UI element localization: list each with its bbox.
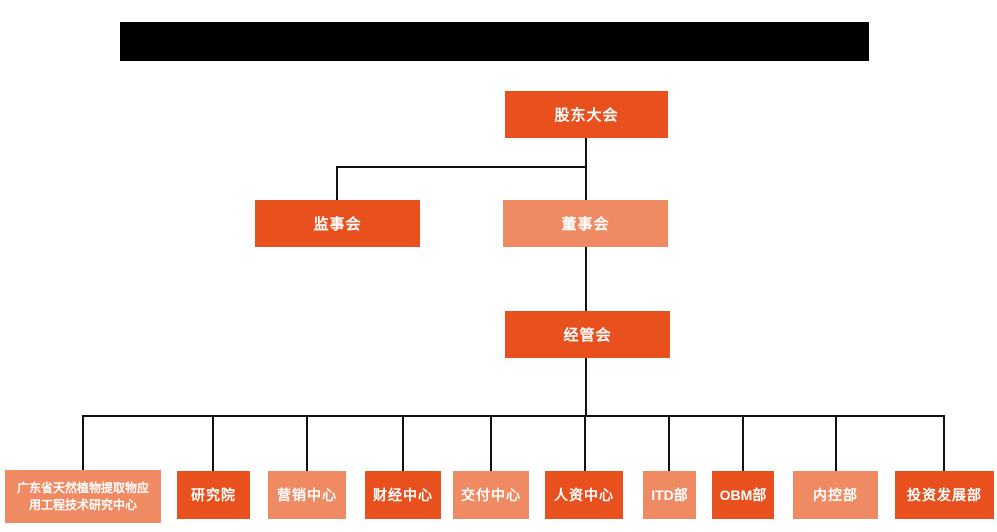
- node-label: 财经中心: [373, 487, 433, 503]
- node-label: 内控部: [813, 487, 858, 503]
- node-dept-internal-control: 内控部: [793, 471, 878, 519]
- node-label: ITD部: [651, 487, 688, 503]
- node-label: 监事会: [313, 216, 362, 233]
- node-label: 经管会: [563, 327, 612, 344]
- redacted-title-bar: [120, 22, 869, 61]
- node-dept-obm: OBM部: [712, 471, 774, 519]
- node-label: 营销中心: [277, 487, 337, 503]
- node-label: 广东省天然植物提取物应用工程技术研究中心: [16, 481, 149, 512]
- node-label: 研究院: [191, 487, 236, 503]
- node-dept-research-center: 广东省天然植物提取物应用工程技术研究中心: [5, 470, 161, 523]
- node-dept-itd: ITD部: [643, 471, 696, 519]
- node-dept-research-institute: 研究院: [177, 471, 250, 519]
- node-supervisory-board: 监事会: [255, 200, 420, 247]
- node-management-committee: 经管会: [505, 311, 670, 358]
- node-label: 股东大会: [554, 107, 619, 124]
- node-dept-delivery-center: 交付中心: [453, 471, 529, 519]
- node-label: 投资发展部: [907, 487, 982, 503]
- node-label: 交付中心: [461, 487, 521, 503]
- node-board-of-directors: 董事会: [503, 200, 668, 247]
- node-dept-hr-center: 人资中心: [545, 471, 623, 519]
- node-label: OBM部: [719, 487, 767, 503]
- node-dept-finance-center: 财经中心: [365, 471, 441, 519]
- node-shareholders-meeting: 股东大会: [505, 91, 668, 138]
- node-dept-investment-development: 投资发展部: [895, 471, 994, 519]
- node-label: 董事会: [561, 216, 610, 233]
- node-label: 人资中心: [554, 487, 614, 503]
- node-dept-marketing-center: 营销中心: [268, 471, 346, 519]
